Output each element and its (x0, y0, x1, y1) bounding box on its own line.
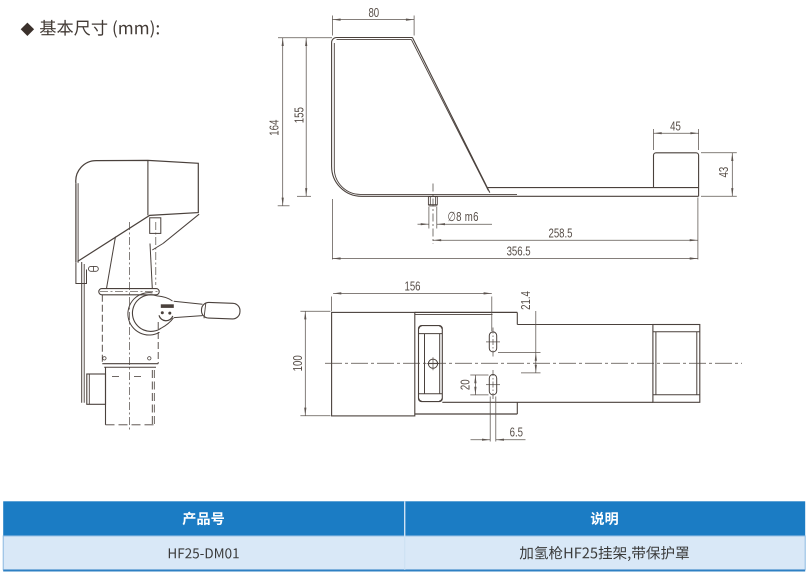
svg-text:∅8 m6: ∅8 m6 (448, 211, 479, 225)
svg-text:43: 43 (718, 167, 732, 178)
svg-text:258.5: 258.5 (548, 227, 572, 241)
svg-text:6.5: 6.5 (510, 426, 523, 440)
svg-text:100: 100 (292, 355, 306, 371)
svg-text:45: 45 (670, 120, 681, 134)
svg-text:21.4: 21.4 (520, 291, 534, 310)
svg-text:356.5: 356.5 (507, 245, 531, 259)
svg-text:156: 156 (404, 280, 420, 294)
svg-text:20: 20 (459, 379, 473, 390)
svg-text:155: 155 (293, 107, 307, 123)
svg-text:80: 80 (368, 7, 379, 21)
svg-text:164: 164 (268, 119, 282, 136)
